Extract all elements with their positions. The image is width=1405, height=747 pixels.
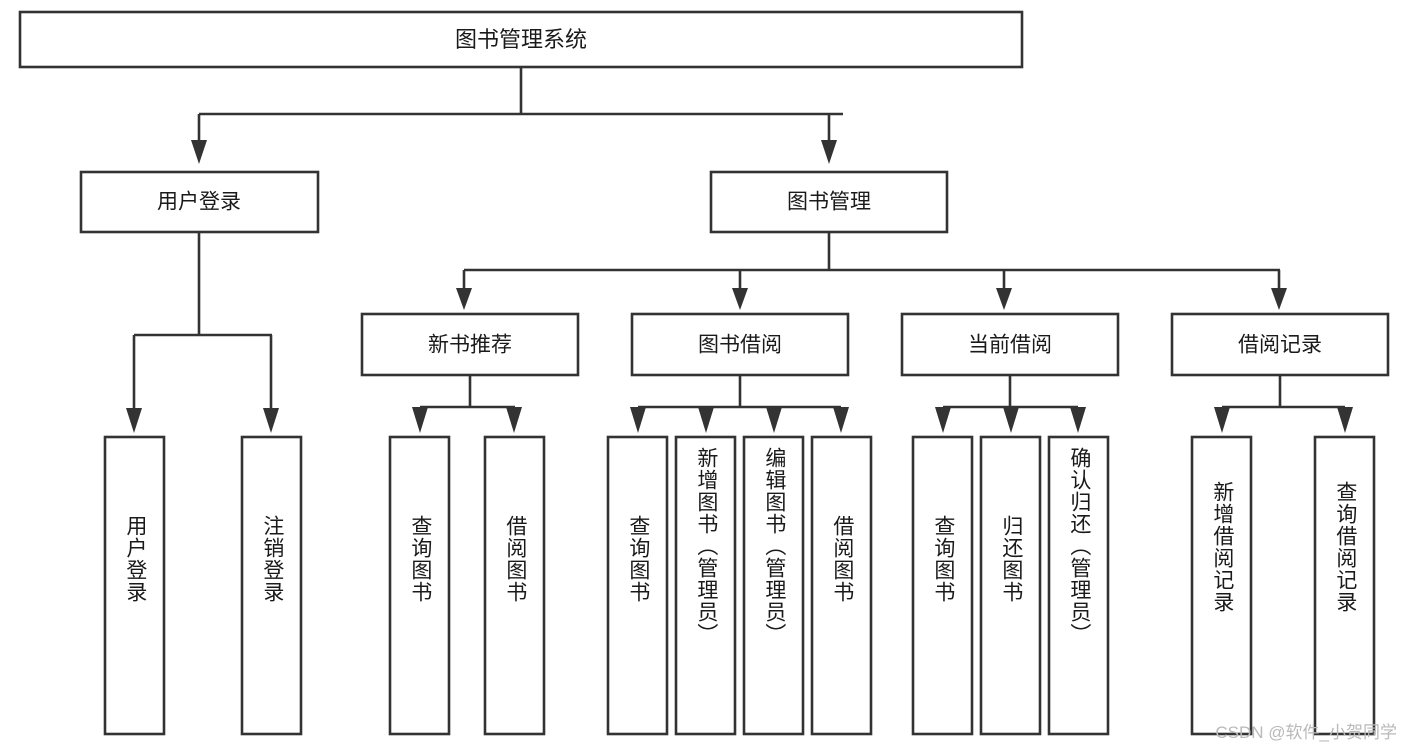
node-current-borrow-label: 当前借阅 <box>968 334 1052 357</box>
connector-userlogin-to-leaves <box>126 232 279 433</box>
leaf-edit-book-rect[interactable] <box>742 435 805 736</box>
node-book-borrow[interactable]: 图书借阅 <box>630 312 850 377</box>
node-current-borrow-rect <box>900 312 1120 377</box>
node-new-book-rec-label: 新书推荐 <box>428 334 512 357</box>
node-borrow-record-label: 借阅记录 <box>1238 334 1322 357</box>
node-borrow-record-rect <box>1170 312 1390 377</box>
leaf-confirm-return-rect[interactable] <box>1047 435 1110 736</box>
node-book-manage[interactable]: 图书管理 <box>709 170 949 234</box>
node-root-rect <box>18 10 1024 69</box>
node-root[interactable]: 图书管理系统 <box>18 10 1024 69</box>
node-book-manage-label: 图书管理 <box>787 191 871 214</box>
node-new-book-rec-rect <box>360 312 580 377</box>
leaf-return-book-rect[interactable] <box>979 435 1042 736</box>
connector-root-to-level2 <box>191 67 843 164</box>
leaf-add-record-rect[interactable] <box>1190 435 1253 736</box>
node-book-manage-rect <box>709 170 949 234</box>
leaf-query-book-rec-rect[interactable] <box>388 435 451 736</box>
node-root-label: 图书管理系统 <box>455 27 587 52</box>
leaf-query-record-rect[interactable] <box>1313 435 1376 736</box>
leaf-query-book-borrow-rect[interactable] <box>606 435 669 736</box>
node-new-book-rec[interactable]: 新书推荐 <box>360 312 580 377</box>
leaf-query-book-current-rect[interactable] <box>911 435 974 736</box>
node-user-login-label: 用户登录 <box>157 191 241 214</box>
leaf-add-book-rect[interactable] <box>674 435 737 736</box>
connector-bookmanage-to-level3 <box>456 232 1287 310</box>
connector-newbook-to-leaves <box>412 375 522 433</box>
connector-bookborrow-to-leaves <box>630 375 849 433</box>
leaf-user-login-rect[interactable] <box>103 435 166 736</box>
node-borrow-record[interactable]: 借阅记录 <box>1170 312 1390 377</box>
node-book-borrow-rect <box>630 312 850 377</box>
node-user-login[interactable]: 用户登录 <box>79 170 320 234</box>
leaf-borrow-book-rec-rect[interactable] <box>483 435 546 736</box>
node-current-borrow[interactable]: 当前借阅 <box>900 312 1120 377</box>
leaf-borrow-book-rect[interactable] <box>810 435 873 736</box>
node-book-borrow-label: 图书借阅 <box>698 334 782 357</box>
node-user-login-rect <box>79 170 320 234</box>
leaf-boxes <box>103 435 1376 736</box>
connector-borrowrecord-to-leaves <box>1214 375 1353 433</box>
connector-currentborrow-to-leaves <box>935 375 1086 433</box>
leaf-user-logout-rect[interactable] <box>240 435 303 736</box>
